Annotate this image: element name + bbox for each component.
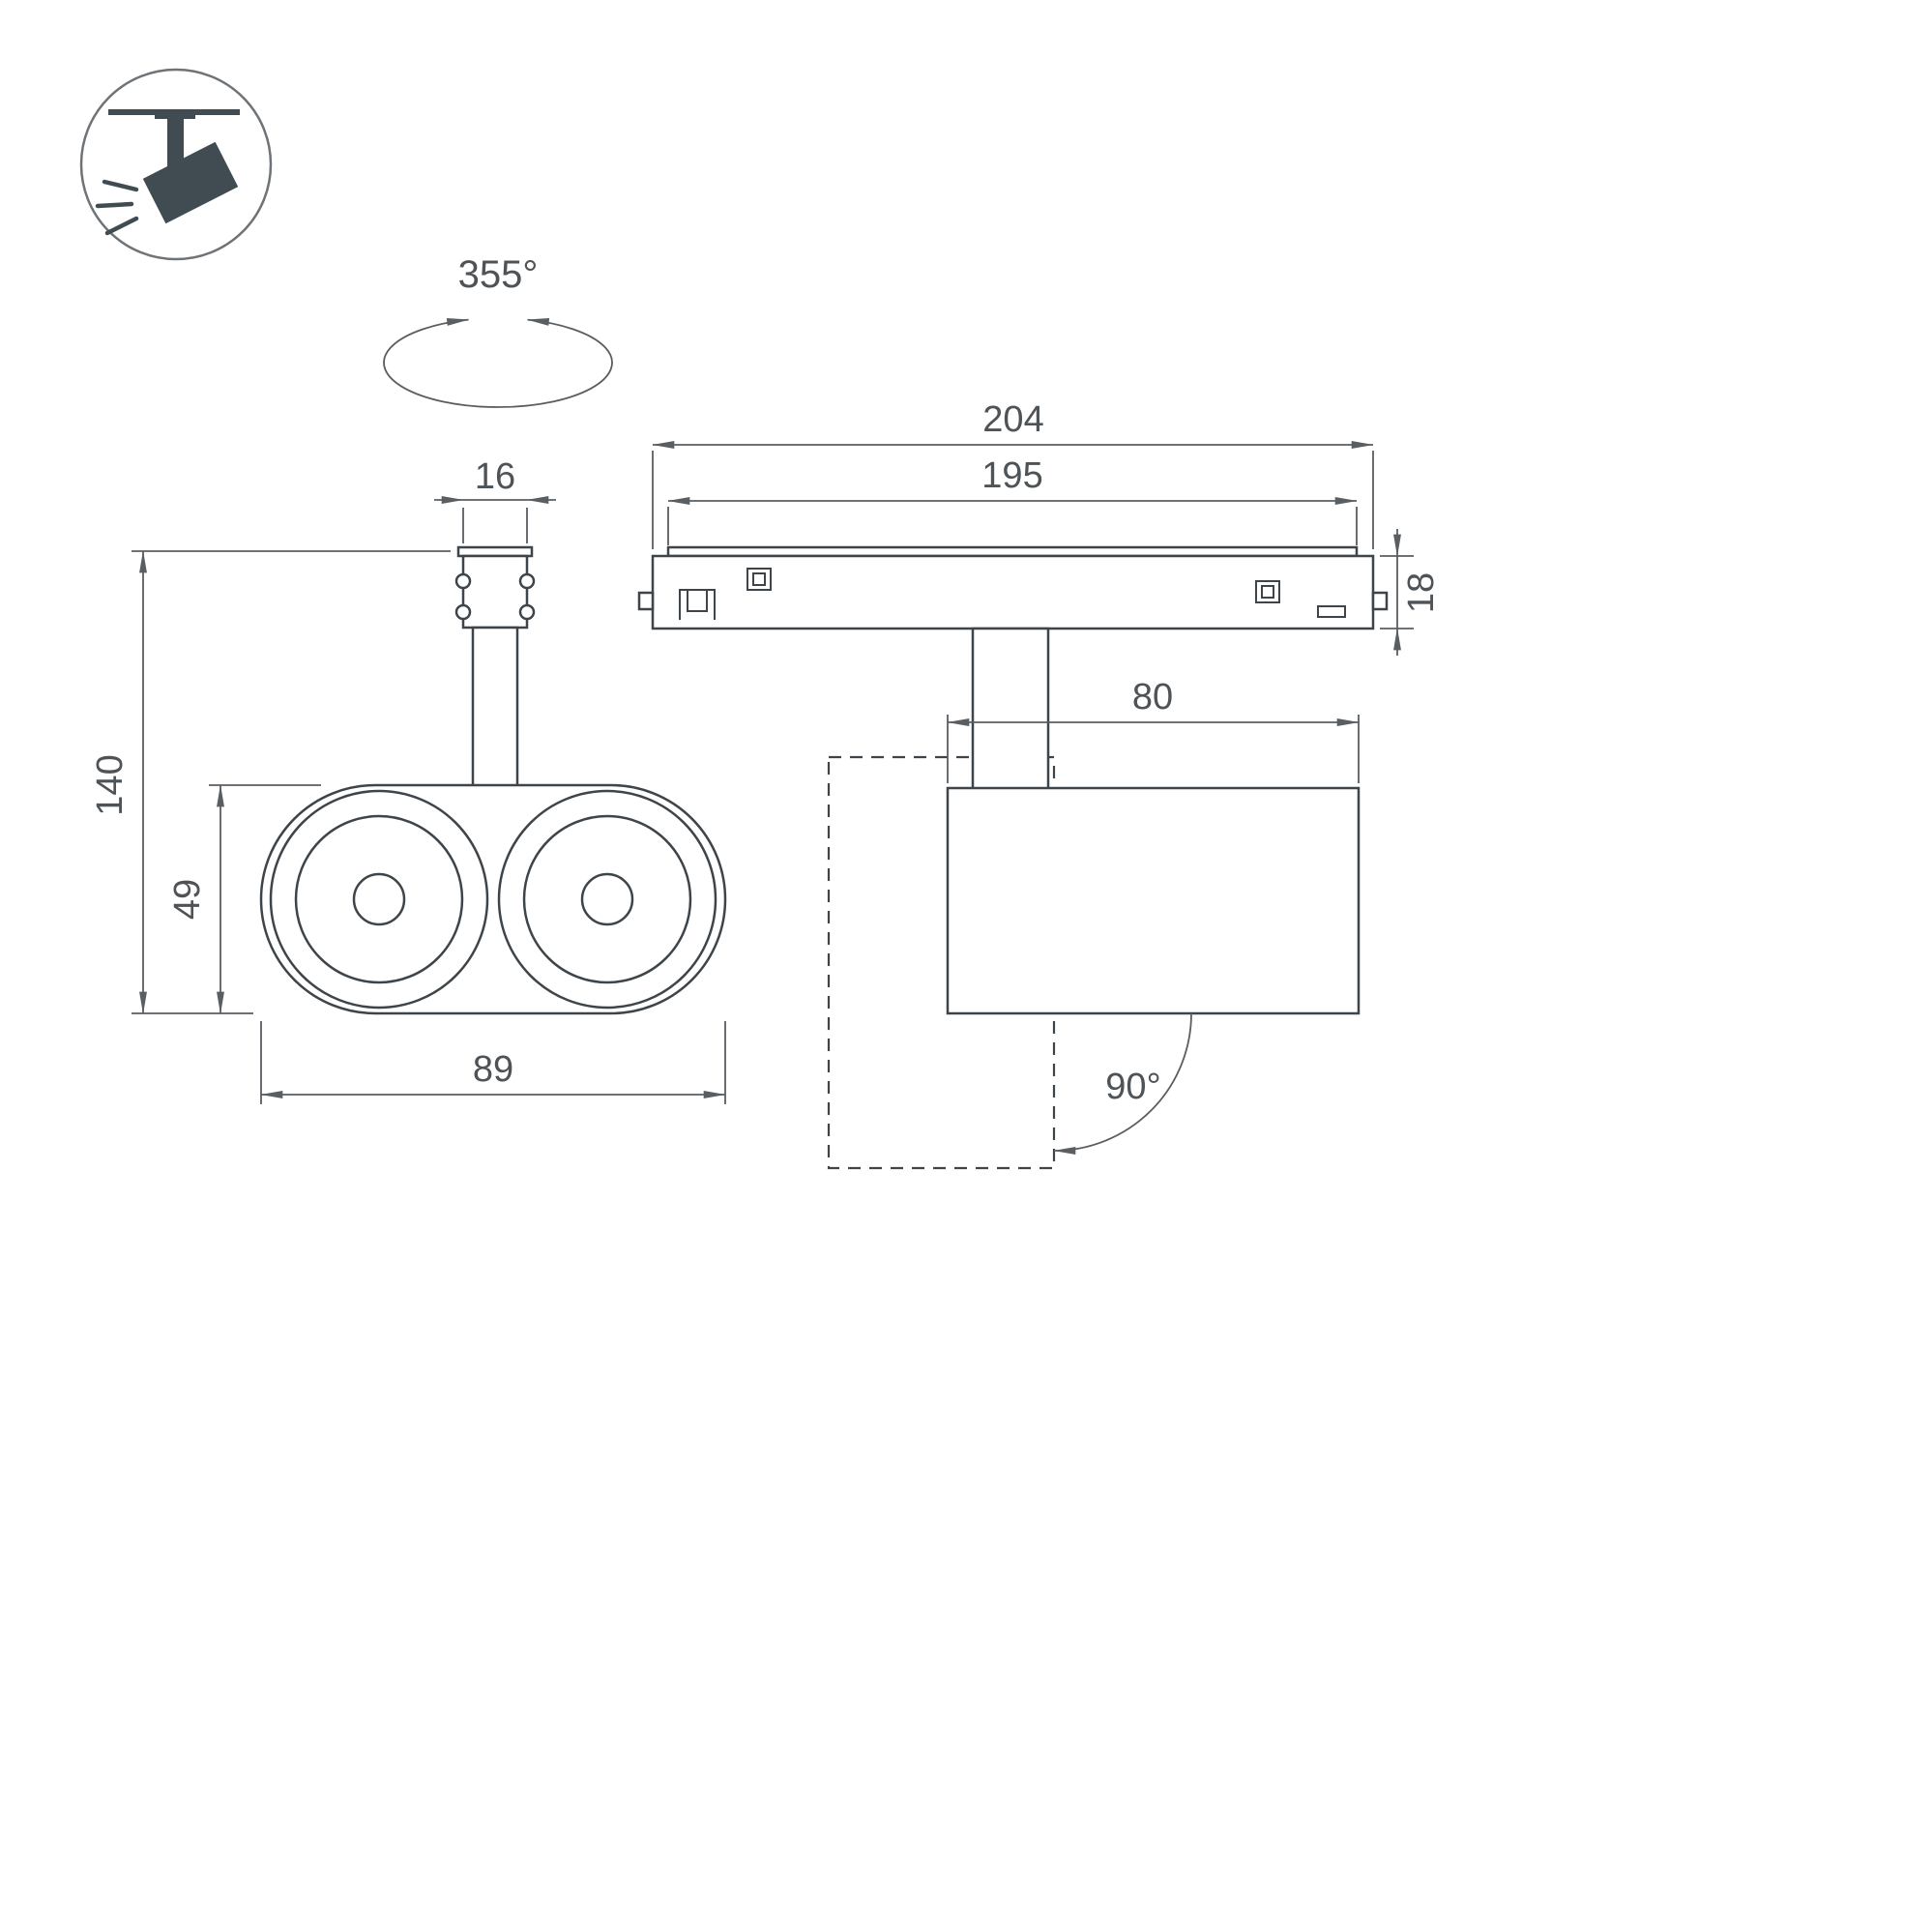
lens-right <box>497 789 717 1010</box>
dim-adapter-width-label: 16 <box>475 456 515 497</box>
dim-track-length: 204 <box>652 399 1374 549</box>
rail-slot <box>1317 605 1346 618</box>
adapter-screw <box>454 572 472 590</box>
dim-total-height: 140 <box>90 550 451 1014</box>
rail-contact-clip <box>679 589 716 620</box>
rotation-ellipse-arc <box>383 318 613 408</box>
dim-body-depth-label: 80 <box>1132 677 1173 717</box>
screw-inner <box>1261 585 1274 599</box>
body-side <box>946 786 1361 1015</box>
mount-stem <box>167 114 184 168</box>
rotation-indicator: 355° <box>383 253 613 408</box>
screw-outer <box>1255 580 1280 603</box>
rail-screw-left <box>746 568 772 591</box>
adapter-screw <box>518 572 536 590</box>
tilt-arc <box>1053 1012 1192 1155</box>
rail-end-tab-left <box>637 591 655 611</box>
front-view-dimensions: 16 140 49 89 <box>90 456 726 1104</box>
light-ray <box>95 201 134 209</box>
tilt-angle-label: 90° <box>1105 1067 1160 1107</box>
light-ray <box>102 179 139 192</box>
screw-inner <box>752 572 766 586</box>
adapter-screw <box>454 603 472 621</box>
dim-rail-length-label: 195 <box>981 455 1042 496</box>
light-rays-icon <box>95 179 139 236</box>
dim-track-height-label: 18 <box>1401 572 1442 613</box>
dim-track-height: 18 <box>1380 529 1442 656</box>
lens-center <box>352 872 406 926</box>
rail-end-tab-right <box>1371 591 1389 611</box>
dim-body-height-label: 49 <box>167 879 208 920</box>
adapter-screws <box>454 572 536 621</box>
adapter-top-plate <box>456 545 534 558</box>
rotation-angle-label: 355° <box>458 253 539 296</box>
rail-screw-right <box>1255 580 1280 603</box>
light-ray <box>104 216 139 236</box>
dim-rail-length: 195 <box>667 455 1358 545</box>
dim-body-width: 89 <box>260 1021 726 1104</box>
adapter-screw <box>518 603 536 621</box>
dim-body-width-label: 89 <box>473 1049 513 1090</box>
dim-body-height: 49 <box>167 784 321 1014</box>
dim-body-depth: 80 <box>947 677 1360 783</box>
dim-track-length-label: 204 <box>982 399 1043 440</box>
spotlight-body-icon <box>142 141 239 224</box>
lens-left <box>269 789 489 1010</box>
side-view-dimensions: 204 195 18 80 90° <box>652 399 1442 1107</box>
dim-total-height-label: 140 <box>90 754 131 815</box>
front-view <box>259 545 727 1015</box>
stem-side <box>971 627 1050 791</box>
clip-inner <box>687 590 708 612</box>
screw-outer <box>746 568 772 591</box>
side-view <box>637 545 1389 1170</box>
dim-adapter-width: 16 <box>434 456 556 543</box>
lens-center <box>580 872 634 926</box>
clip-outer <box>679 589 716 620</box>
spotlight-legend-icon <box>79 68 273 261</box>
adapter-body <box>461 554 529 629</box>
rail-body <box>651 554 1375 630</box>
rail-top-strip <box>666 545 1359 558</box>
stem-front <box>471 626 519 788</box>
